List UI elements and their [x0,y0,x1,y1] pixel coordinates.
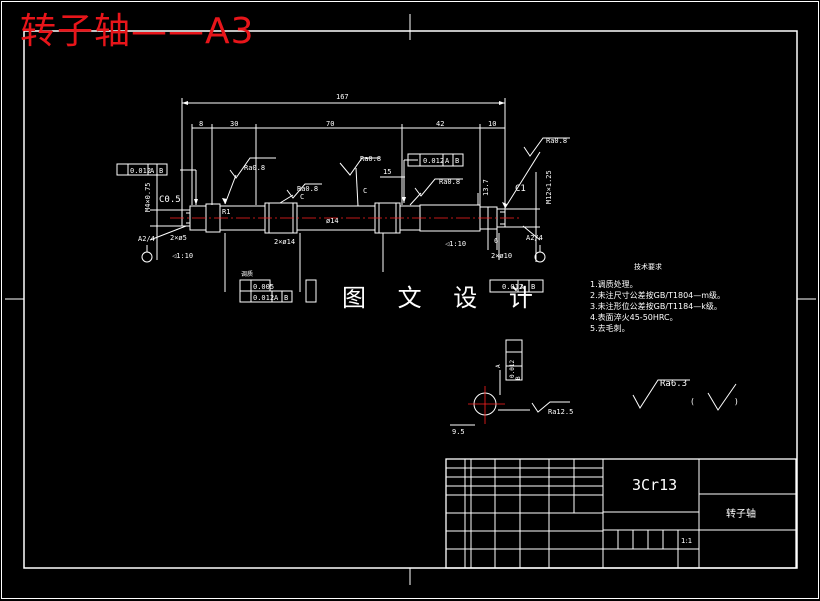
tolerance-frame-3 [239,279,293,303]
groove-right: 2×ø10 [491,252,512,260]
section-view [450,339,570,426]
tolerance-frame-2 [407,153,464,167]
tolerance-frame-5 [489,279,544,293]
frame5-b: B [531,283,535,291]
frame1-a: A [150,167,155,175]
ra-label-general: Ra6.3 [660,379,687,389]
scale-label: 1:1 [681,537,693,545]
ra-label-4: Ra0.8 [439,178,460,186]
dim-15: 15 [383,168,391,176]
dim-6: 6 [494,237,498,245]
dia-left: M4×0.75 [144,182,152,212]
frame-side-tol: 0.012 [509,360,516,378]
note-item: 5.去毛刺。 [590,324,630,333]
ra-label-1: Ra0.8 [244,164,265,172]
dia-right: M12×1.25 [545,170,553,204]
ra-label-2: Ra0.8 [297,185,318,193]
hole-dia: 9.5 [452,428,465,436]
dia-mid: ø14 [326,217,339,225]
frame3-tol: 0.005 [253,283,274,291]
roughness-symbol-2 [286,183,322,199]
taper-left: ◁1:10 [171,252,193,260]
roughness-check-symbol [707,383,737,411]
frame2-a: A [445,157,450,165]
ra-label-3: Ra0.8 [360,155,381,163]
frame1-b: B [159,167,163,175]
frame4-a: A [274,294,279,302]
frame-side-a: A [495,364,502,368]
chamfer-c-mid: C [363,187,367,195]
section-label: 调质 [241,270,253,278]
note-item: 1.调质处理。 [590,280,638,289]
radius-r1: R1 [222,208,230,216]
roughness-symbol-4 [414,178,463,197]
frame2-tol: 0.012 [423,157,444,165]
roughness-symbol-3 [339,157,380,176]
part-name-label: 转子轴 [726,509,756,520]
material-label: 3Cr13 [632,476,678,494]
technical-notes: 技术要求 1.调质处理。 2.未注尺寸公差按GB/T1804—m级。 3.未注形… [590,262,725,334]
ra-label-section: Ra12.5 [548,408,573,416]
notes-title: 技术要求 [634,263,662,271]
frame4-b: B [284,294,288,302]
dim-d3: 70 [326,120,334,128]
dim-side: 13.7 [482,179,490,196]
dim-d2: 30 [230,120,238,128]
frame5-a: A [520,283,525,291]
datum-b-marker [534,251,546,263]
taper-right: ◁1:10 [444,240,466,248]
frame1-tol: 0.012 [130,167,151,175]
roughness-paren-open: ( [690,397,695,406]
dim-overall: 167 [336,93,349,101]
roughness-symbol-1 [229,157,276,179]
frame-side-b: B [515,376,522,380]
title-block [445,458,797,569]
frame5-tol: 0.012 [502,283,523,291]
groove-left: 2×ø5 [170,234,187,242]
dim-d4: 42 [436,120,444,128]
note-item: 3.未注形位公差按GB/T1184—k级。 [590,302,722,311]
dim-d1: 8 [199,120,203,128]
center-hole-left: A2/4 [138,235,155,243]
center-hole-right: A2/4 [526,234,543,242]
design-stamp: 图 文 设 计 [342,284,545,312]
note-item: 4.表面淬火45-50HRC。 [590,313,678,322]
roughness-paren-close: ) [734,397,739,406]
tolerance-frame-1 [116,163,168,176]
chamfer-right: C1 [515,184,526,194]
ra-label-5: Ra0.8 [546,137,567,145]
sheet-title-overlay: 转子轴——A3 [20,11,255,52]
chamfer-c-left: C [300,193,304,201]
roughness-symbol-5 [523,137,570,157]
datum-a-marker [141,251,153,263]
frame2-b: B [455,157,459,165]
note-item: 2.未注尺寸公差按GB/T1804—m级。 [590,291,726,300]
chamfer-left: C0.5 [159,195,181,205]
dim-d5: 10 [488,120,496,128]
tolerance-frame-4 [305,279,317,303]
general-roughness-symbol [632,379,690,409]
groove-mid: 2×ø14 [274,238,295,246]
frame4-tol: 0.012 [253,294,274,302]
